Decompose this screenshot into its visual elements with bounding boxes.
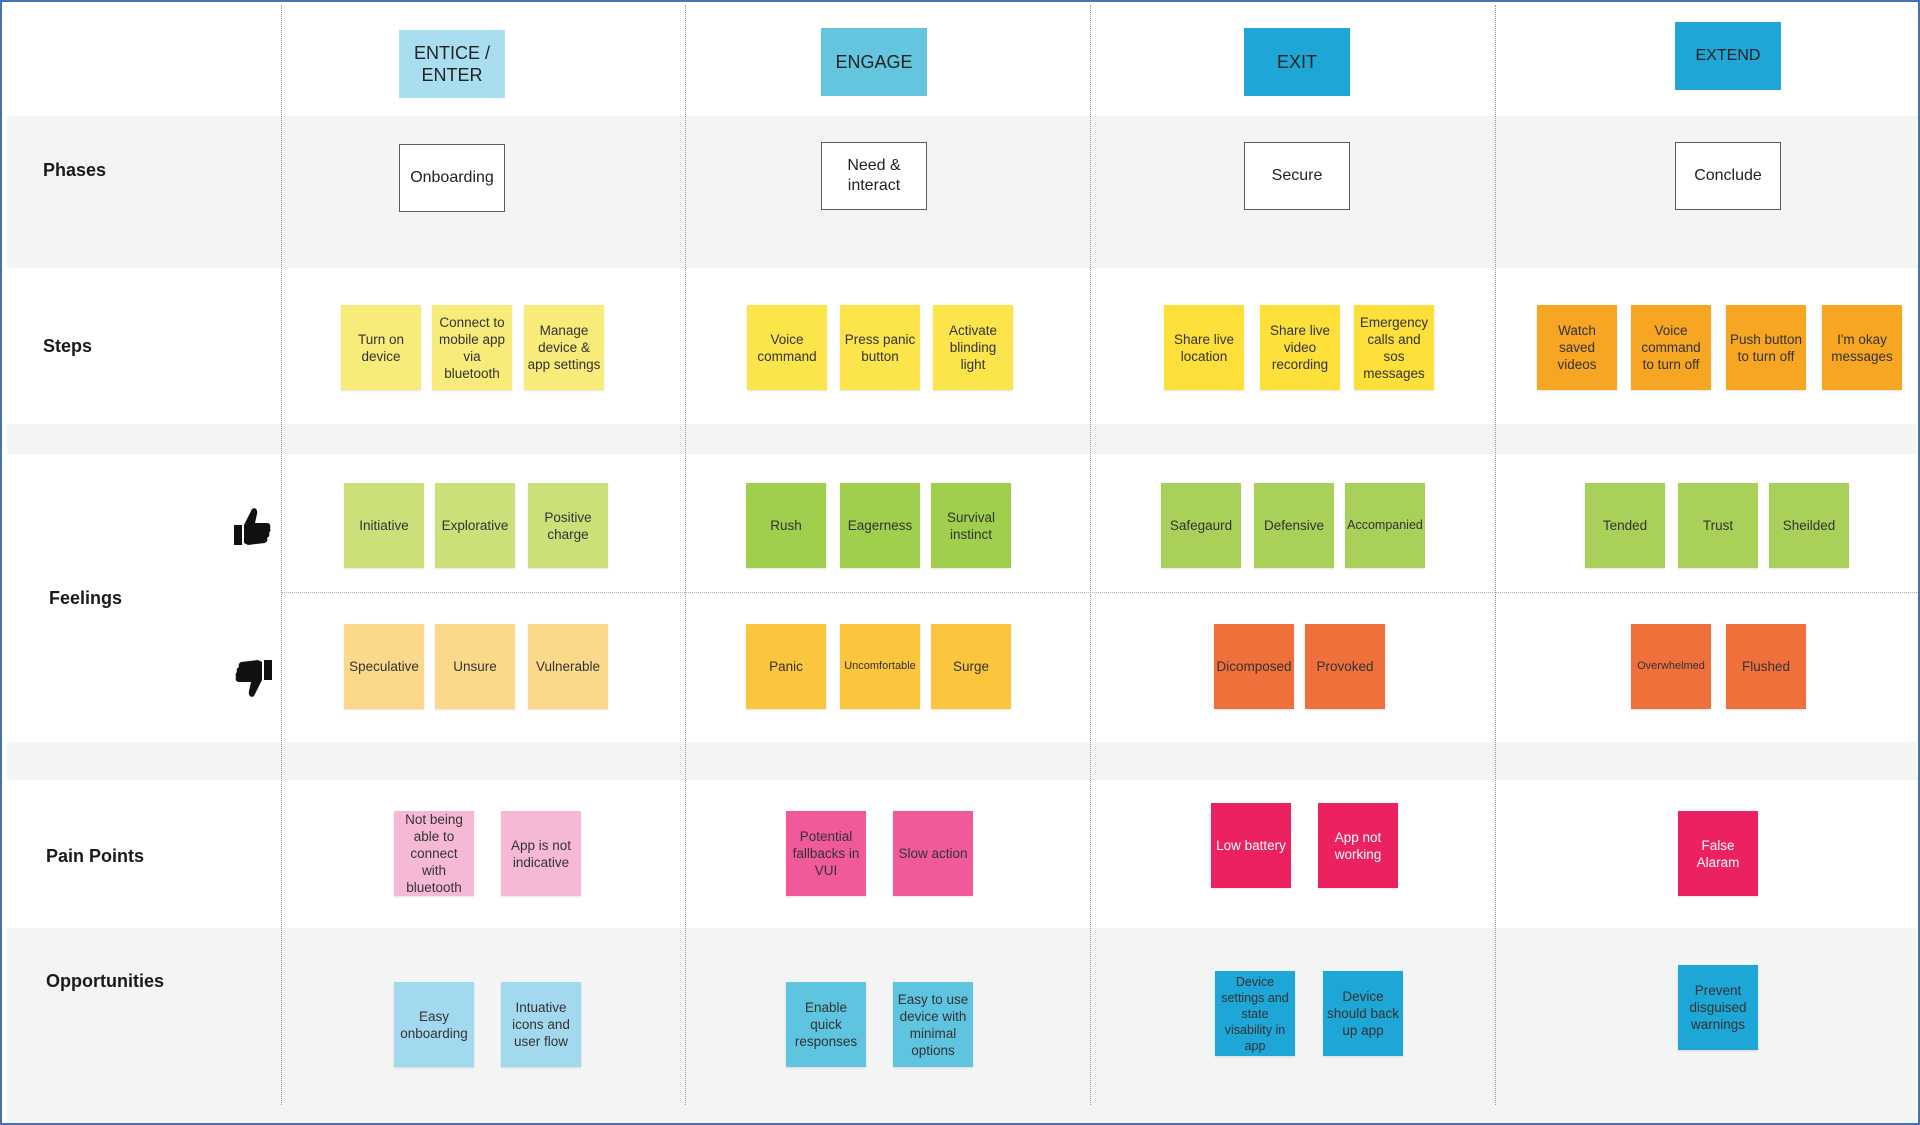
divider-col-2 xyxy=(1090,5,1091,1105)
phase-onboarding: Onboarding xyxy=(399,144,505,212)
step-voice-command: Voice command xyxy=(747,305,827,390)
feeling-negative-vulnerable: Vulnerable xyxy=(528,624,608,709)
divider-col-1 xyxy=(685,5,686,1105)
opportunity-intuitive-icons: Intuative icons and user flow xyxy=(501,982,581,1067)
step-emergency-calls: Emergency calls and sos messages xyxy=(1354,305,1434,390)
step-voice-command-turn-off: Voice command to turn off xyxy=(1631,305,1711,390)
pain-point-app-not-indicative: App is not indicative xyxy=(501,811,581,896)
opportunity-device-settings-visibility: Device settings and state visability in … xyxy=(1215,971,1295,1056)
step-share-live-location: Share live location xyxy=(1164,305,1244,390)
divider-col-3 xyxy=(1495,5,1496,1105)
opportunity-quick-responses: Enable quick responses xyxy=(786,982,866,1067)
divider-labels xyxy=(281,5,282,1105)
feeling-negative-speculative: Speculative xyxy=(344,624,424,709)
feeling-negative-uncomfortable: Uncomfortable xyxy=(840,624,920,709)
opportunity-minimal-options: Easy to use device with minimal options xyxy=(893,982,973,1067)
step-connect-mobile-app: Connect to mobile app via bluetooth xyxy=(432,305,512,390)
step-watch-saved-videos: Watch saved videos xyxy=(1537,305,1617,390)
feeling-positive-eagerness: Eagerness xyxy=(840,483,920,568)
row-label-opportunities: Opportunities xyxy=(46,971,164,991)
feelings-split-line xyxy=(282,592,1917,593)
feeling-positive-rush: Rush xyxy=(746,483,826,568)
pain-point-slow-action: Slow action xyxy=(893,811,973,896)
step-manage-settings: Manage device & app settings xyxy=(524,305,604,390)
thumbs-down-icon xyxy=(235,660,272,697)
feeling-positive-charge: Positive charge xyxy=(528,483,608,568)
steps-spacer-band xyxy=(7,424,1917,454)
feeling-positive-defensive: Defensive xyxy=(1254,483,1334,568)
feeling-positive-safegaurd: Safegaurd xyxy=(1161,483,1241,568)
feeling-positive-trust: Trust xyxy=(1678,483,1758,568)
feeling-positive-survival-instinct: Survival instinct xyxy=(931,483,1011,568)
column-header-entice-enter: ENTICE / ENTER xyxy=(399,30,505,98)
phases-band xyxy=(7,116,1917,268)
row-label-steps: Steps xyxy=(43,336,93,356)
column-header-engage: ENGAGE xyxy=(821,28,927,96)
row-label-feelings: Feelings xyxy=(49,588,123,608)
feeling-positive-accompanied: Accompanied xyxy=(1345,483,1425,568)
column-header-exit: EXIT xyxy=(1244,28,1350,96)
pain-point-false-alarm: False Alaram xyxy=(1678,811,1758,896)
opportunity-prevent-disguised-warnings: Prevent disguised warnings xyxy=(1678,965,1758,1050)
pain-point-vui-fallbacks: Potential fallbacks in VUI xyxy=(786,811,866,896)
thumbs-up-icon xyxy=(234,508,271,545)
feeling-negative-panic: Panic xyxy=(746,624,826,709)
phase-secure: Secure xyxy=(1244,142,1350,210)
opportunity-device-back-up-app: Device should back up app xyxy=(1323,971,1403,1056)
feeling-negative-surge: Surge xyxy=(931,624,1011,709)
step-share-live-video: Share live video recording xyxy=(1260,305,1340,390)
feeling-negative-overwhelmed: Overwhelmed xyxy=(1631,624,1711,709)
phase-conclude: Conclude xyxy=(1675,142,1781,210)
pain-point-bluetooth: Not being able to connect with bluetooth xyxy=(394,811,474,896)
step-turn-on-device: Turn on device xyxy=(341,305,421,390)
step-press-panic-button: Press panic button xyxy=(840,305,920,390)
feeling-negative-unsure: Unsure xyxy=(435,624,515,709)
pain-point-app-not-working: App not working xyxy=(1318,803,1398,888)
step-activate-blinding-light: Activate blinding light xyxy=(933,305,1013,390)
opportunity-easy-onboarding: Easy onboarding xyxy=(394,982,474,1067)
step-im-okay-messages: I'm okay messages xyxy=(1822,305,1902,390)
phase-need-interact: Need & interact xyxy=(821,142,927,210)
pain-point-low-battery: Low battery xyxy=(1211,803,1291,888)
feeling-positive-tended: Tended xyxy=(1585,483,1665,568)
step-push-button-turn-off: Push button to turn off xyxy=(1726,305,1806,390)
column-header-extend: EXTEND xyxy=(1675,22,1781,90)
feeling-negative-flushed: Flushed xyxy=(1726,624,1806,709)
feeling-negative-dicomposed: Dicomposed xyxy=(1214,624,1294,709)
feeling-positive-initiative: Initiative xyxy=(344,483,424,568)
feeling-positive-explorative: Explorative xyxy=(435,483,515,568)
feeling-positive-sheilded: Sheilded xyxy=(1769,483,1849,568)
row-label-phases: Phases xyxy=(43,160,107,180)
feelings-spacer-band xyxy=(7,742,1917,780)
row-label-pain-points: Pain Points xyxy=(46,846,145,866)
feeling-negative-provoked: Provoked xyxy=(1305,624,1385,709)
